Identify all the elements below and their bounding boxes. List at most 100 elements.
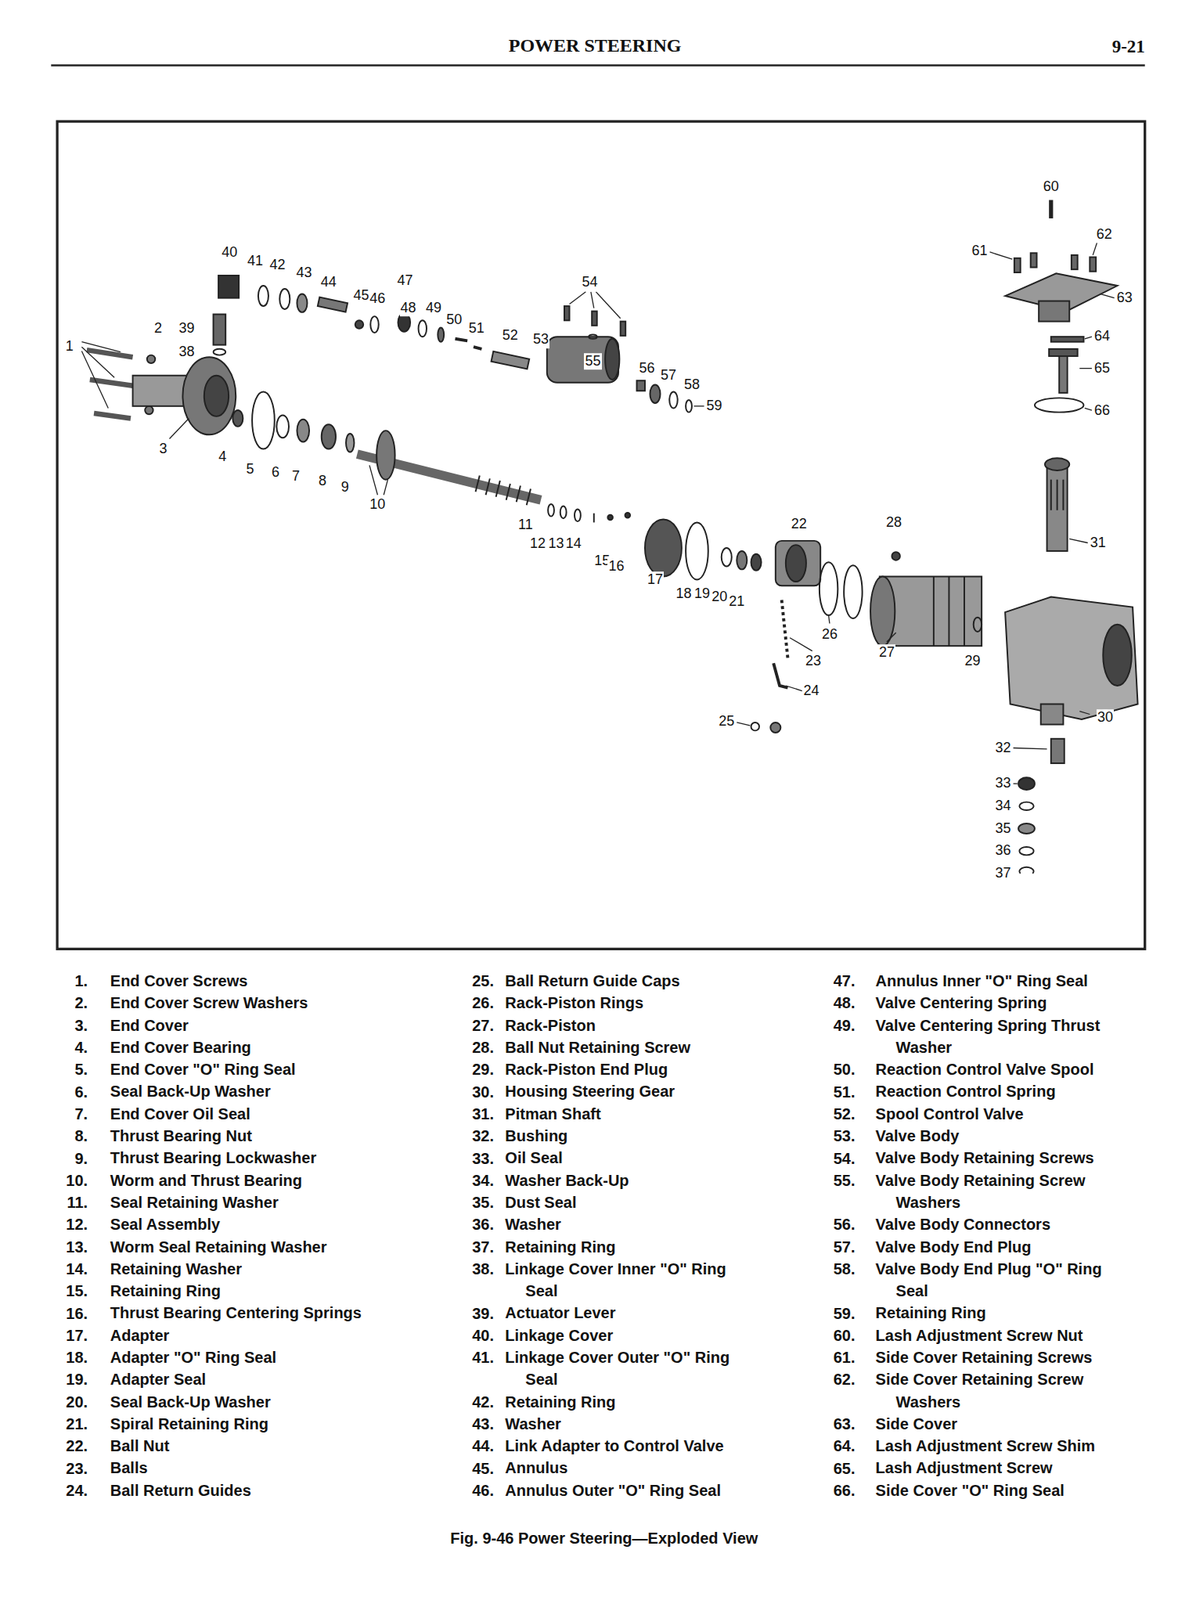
part-name: Valve Body End Plug "O" Ring Seal — [875, 1257, 1113, 1303]
callout-number: 1 — [64, 338, 75, 356]
part-number: 20. — [65, 1392, 88, 1412]
part-name: End Cover Bearing — [110, 1036, 252, 1059]
callout-number: 28 — [885, 514, 903, 532]
callout-number: 20 — [710, 588, 728, 606]
callout-number: 16 — [607, 558, 625, 576]
part-number: 17. — [65, 1325, 88, 1345]
part-name: Valve Body Retaining Screws — [875, 1146, 1095, 1169]
part-name: Seal Back-Up Washer — [110, 1080, 271, 1103]
part-number: 2. — [74, 993, 88, 1013]
part-name: Retaining Ring — [504, 1235, 616, 1258]
side-cover-group — [1005, 200, 1117, 413]
part-name: Ball Nut Retaining Screw — [504, 1036, 691, 1059]
callout-number: 52 — [501, 327, 519, 345]
callout-number: 33 — [994, 774, 1013, 793]
callout-number: 55 — [583, 353, 602, 371]
part-number: 58. — [833, 1259, 856, 1279]
callout-number: 39 — [178, 320, 196, 338]
callout-number: 26 — [821, 626, 839, 644]
part-name: Housing Steering Gear — [504, 1080, 675, 1103]
callout-number: 11 — [517, 517, 534, 535]
callout-number: 24 — [802, 682, 820, 700]
part-name: Linkage Cover Outer "O" Ring Seal — [504, 1346, 742, 1391]
end-cover-group — [86, 314, 355, 453]
part-name: Seal Retaining Washer — [110, 1191, 279, 1214]
callout-number: 12 — [529, 535, 547, 553]
callout-number: 53 — [532, 331, 550, 349]
part-number: 65. — [833, 1458, 856, 1478]
part-name: Lash Adjustment Screw — [875, 1456, 1053, 1479]
part-name: Annulus Inner "O" Ring Seal — [875, 969, 1088, 992]
part-name: Spool Control Valve — [875, 1102, 1024, 1125]
rack-piston — [870, 551, 982, 646]
part-name: Side Cover Retaining Screws — [875, 1346, 1093, 1369]
part-name: Rack-Piston Rings — [504, 991, 644, 1014]
page-number: 9-21 — [1112, 36, 1146, 58]
callout-number: 25 — [717, 713, 735, 731]
part-number: 37. — [471, 1237, 494, 1257]
part-number: 29. — [471, 1059, 494, 1079]
part-number: 25. — [471, 971, 494, 991]
callout-number: 35 — [994, 820, 1013, 838]
part-number: 14. — [65, 1259, 88, 1279]
callout-number: 29 — [963, 652, 981, 671]
part-name: Valve Body Retaining Screw Washers — [875, 1169, 1113, 1215]
worm-shaft — [356, 430, 541, 505]
leader-lines — [81, 242, 1114, 784]
part-number: 40. — [471, 1325, 494, 1345]
callout-number: 45 — [353, 287, 371, 305]
part-name: Side Cover — [875, 1412, 958, 1435]
callout-number: 34 — [994, 797, 1013, 815]
part-number: 53. — [833, 1126, 856, 1146]
part-number: 10. — [65, 1170, 88, 1190]
part-name: Retaining Ring — [504, 1390, 616, 1413]
part-number: 59. — [833, 1304, 856, 1323]
callout-number: 13 — [547, 535, 566, 553]
callout-number: 49 — [425, 299, 443, 318]
callout-number: 17 — [646, 571, 664, 589]
part-number: 42. — [471, 1392, 494, 1412]
callout-number: 48 — [399, 299, 417, 318]
part-name: Retaining Washer — [110, 1257, 242, 1280]
part-name: End Cover Screws — [110, 969, 249, 992]
part-number: 47. — [833, 971, 856, 991]
part-name: Side Cover Retaining Screw Washers — [875, 1368, 1113, 1413]
part-name: Balls — [110, 1456, 148, 1479]
callout-number: 64 — [1093, 327, 1111, 346]
part-number: 18. — [65, 1347, 88, 1367]
part-number: 60. — [833, 1325, 856, 1345]
part-number: 13. — [65, 1237, 88, 1257]
callout-number: 44 — [320, 273, 338, 292]
callout-number: 57 — [659, 367, 678, 385]
callout-number: 61 — [971, 242, 989, 260]
callout-number: 43 — [295, 265, 314, 283]
part-number: 30. — [471, 1082, 494, 1102]
part-number: 19. — [65, 1369, 88, 1389]
callout-number: 50 — [445, 312, 463, 330]
figure-caption: Fig. 9-46 Power Steering—Exploded View — [450, 1528, 758, 1548]
part-number: 26. — [471, 993, 494, 1013]
part-number: 62. — [833, 1369, 856, 1389]
part-number: 6. — [74, 1082, 88, 1102]
part-number: 61. — [833, 1347, 856, 1367]
callout-number: 19 — [693, 585, 711, 603]
callout-number: 51 — [468, 320, 486, 338]
callout-number: 14 — [565, 535, 583, 553]
part-name: End Cover Oil Seal — [110, 1102, 251, 1125]
part-number: 57. — [833, 1237, 856, 1257]
part-name: Link Adapter to Control Valve — [504, 1434, 724, 1457]
part-name: Lash Adjustment Screw Shim — [875, 1434, 1096, 1457]
callout-number: 6 — [270, 464, 281, 482]
part-number: 33. — [471, 1149, 494, 1168]
callout-number: 40 — [220, 244, 238, 263]
part-number: 51. — [833, 1082, 856, 1102]
callout-number: 37 — [994, 864, 1013, 883]
part-name: Seal Assembly — [110, 1213, 220, 1236]
part-number: 55. — [833, 1170, 856, 1190]
callout-number: 22 — [790, 515, 808, 534]
part-number: 7. — [74, 1104, 88, 1124]
part-name: Dust Seal — [504, 1191, 577, 1214]
part-number: 45. — [471, 1458, 494, 1478]
valve-group — [218, 275, 692, 413]
